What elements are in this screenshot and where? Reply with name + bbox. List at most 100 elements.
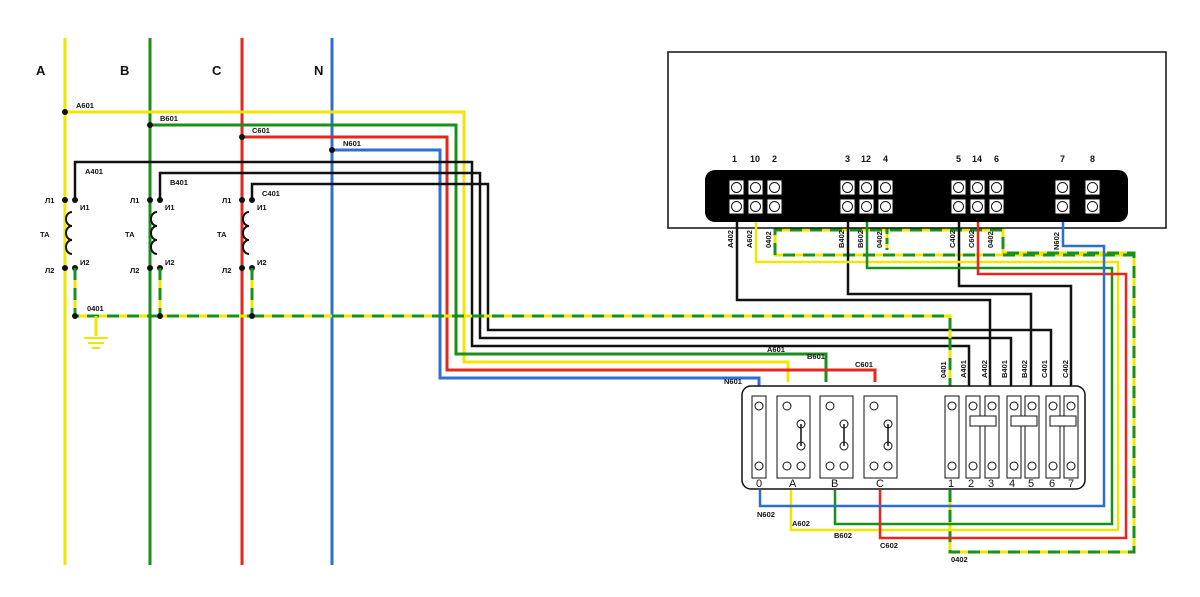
meter-terminal-2: 2 bbox=[772, 154, 777, 164]
label-b601: B601 bbox=[160, 114, 178, 123]
meter-terminal-14: 14 bbox=[972, 154, 982, 164]
block-terminal-4: 4 bbox=[1009, 478, 1015, 490]
label-b402-block: B402 bbox=[1020, 360, 1029, 378]
block-screws bbox=[754, 401, 1076, 471]
wire-b601 bbox=[150, 123, 828, 382]
wire-a402 bbox=[735, 222, 992, 386]
ct-b-i1: И1 bbox=[165, 203, 175, 212]
label-a602-block: A602 bbox=[792, 519, 810, 528]
ct-c-i1: И1 bbox=[257, 203, 267, 212]
block-terminal-b: B bbox=[831, 478, 838, 490]
meter-terminal-12: 12 bbox=[861, 154, 871, 164]
meter-terminal-8: 8 bbox=[1090, 154, 1095, 164]
label-n602-meter: N602 bbox=[1052, 232, 1061, 250]
meter-terminal-10: 10 bbox=[750, 154, 760, 164]
label-b601-block: B601 bbox=[807, 352, 825, 361]
meter-terminal-3: 3 bbox=[845, 154, 850, 164]
label-a402-meter: A402 bbox=[726, 230, 735, 248]
wire-n601 bbox=[332, 148, 761, 390]
label-b402-meter: B402 bbox=[837, 230, 846, 248]
block-terminal-c: C bbox=[876, 478, 884, 490]
main-buses bbox=[63, 38, 334, 565]
bus-n-label: N bbox=[314, 63, 323, 78]
label-n601-block: N601 bbox=[724, 377, 742, 386]
block-voltage-terminals bbox=[751, 395, 898, 479]
block-terminal-3: 3 bbox=[988, 478, 994, 490]
ct-b-l1: Л1 bbox=[130, 196, 139, 205]
wire-a401 bbox=[73, 160, 971, 386]
label-b401-block: B401 bbox=[1000, 360, 1009, 378]
label-a401-block: A401 bbox=[959, 360, 968, 378]
label-c601: C601 bbox=[252, 126, 270, 135]
wire-b401 bbox=[158, 171, 1013, 386]
label-a601: A601 bbox=[76, 101, 94, 110]
ground-icon bbox=[84, 337, 108, 349]
label-0402-meter-2: 0402 bbox=[875, 231, 884, 248]
voltage-taps bbox=[65, 110, 877, 390]
bus-a-label: A bbox=[36, 63, 46, 78]
wire-c601 bbox=[242, 135, 877, 382]
label-c402-meter: C402 bbox=[948, 230, 957, 248]
block-terminal-0: 0 bbox=[756, 478, 762, 490]
meter-terminal-7: 7 bbox=[1060, 154, 1065, 164]
wire-a602 bbox=[754, 222, 1120, 532]
block-jumpers bbox=[969, 415, 1077, 427]
label-a402-block: A402 bbox=[980, 360, 989, 378]
label-0402-meter-3: 0402 bbox=[986, 231, 995, 248]
label-c401: C401 bbox=[262, 189, 280, 198]
label-0401: 0401 bbox=[87, 304, 104, 313]
label-b401: B401 bbox=[170, 178, 188, 187]
wire-n602 bbox=[758, 222, 1106, 508]
ct-c bbox=[242, 211, 250, 255]
meter-output-wires bbox=[735, 222, 1128, 540]
wire-0401 bbox=[252, 314, 952, 386]
label-0402-meter-1: 0402 bbox=[764, 231, 773, 248]
block-slide-links bbox=[800, 424, 889, 446]
label-c402-block: C402 bbox=[1061, 360, 1070, 378]
bus-c-label: C bbox=[212, 63, 222, 78]
wire-b602 bbox=[833, 222, 1114, 526]
block-terminal-1: 1 bbox=[948, 478, 954, 490]
label-c602-meter: C602 bbox=[967, 230, 976, 248]
wire-c602 bbox=[878, 222, 1128, 540]
meter-terminal-1: 1 bbox=[732, 154, 737, 164]
label-n602-block: N602 bbox=[757, 510, 775, 519]
ct-a-name: ТА bbox=[40, 230, 50, 239]
meter-screw-heads bbox=[731, 182, 1098, 212]
label-c401-block: C401 bbox=[1040, 360, 1049, 378]
block-terminal-2: 2 bbox=[968, 478, 974, 490]
wire-c401 bbox=[250, 182, 1053, 386]
wire-b402 bbox=[846, 222, 1033, 386]
ct-c-l2: Л2 bbox=[222, 266, 231, 275]
label-a601-block: A601 bbox=[767, 345, 785, 354]
label-a602-meter: A602 bbox=[745, 230, 754, 248]
meter-terminal-4: 4 bbox=[883, 154, 888, 164]
meter-terminal-strip bbox=[705, 170, 1128, 222]
label-0402-block: 0402 bbox=[951, 555, 968, 564]
bus-b-label: B bbox=[120, 63, 129, 78]
meter-terminal-5: 5 bbox=[956, 154, 961, 164]
meter-terminal-6: 6 bbox=[994, 154, 999, 164]
label-a401: A401 bbox=[85, 167, 103, 176]
label-c601-block: C601 bbox=[855, 360, 873, 369]
ct-c-l1: Л1 bbox=[222, 196, 231, 205]
ct-b bbox=[150, 211, 158, 255]
wire-c402 bbox=[957, 222, 1073, 386]
ct-a-i1: И1 bbox=[80, 203, 90, 212]
ct-a-l1: Л1 bbox=[45, 196, 54, 205]
ct-a-i2: И2 bbox=[80, 258, 90, 267]
label-b602-meter: B602 bbox=[856, 230, 865, 248]
ct-b-l2: Л2 bbox=[130, 266, 139, 275]
ct-b-name: ТА bbox=[125, 230, 135, 239]
ct-a-l2: Л2 bbox=[45, 266, 54, 275]
ct-c-name: ТА bbox=[217, 230, 227, 239]
ct-b-i2: И2 bbox=[165, 258, 175, 267]
ct-c-i2: И2 bbox=[257, 258, 267, 267]
label-b602-block: B602 bbox=[834, 531, 852, 540]
block-terminal-7: 7 bbox=[1068, 478, 1074, 490]
label-n601: N601 bbox=[343, 139, 361, 148]
block-terminal-6: 6 bbox=[1049, 478, 1055, 490]
label-0401-block: 0401 bbox=[939, 361, 948, 378]
block-terminal-5: 5 bbox=[1028, 478, 1034, 490]
